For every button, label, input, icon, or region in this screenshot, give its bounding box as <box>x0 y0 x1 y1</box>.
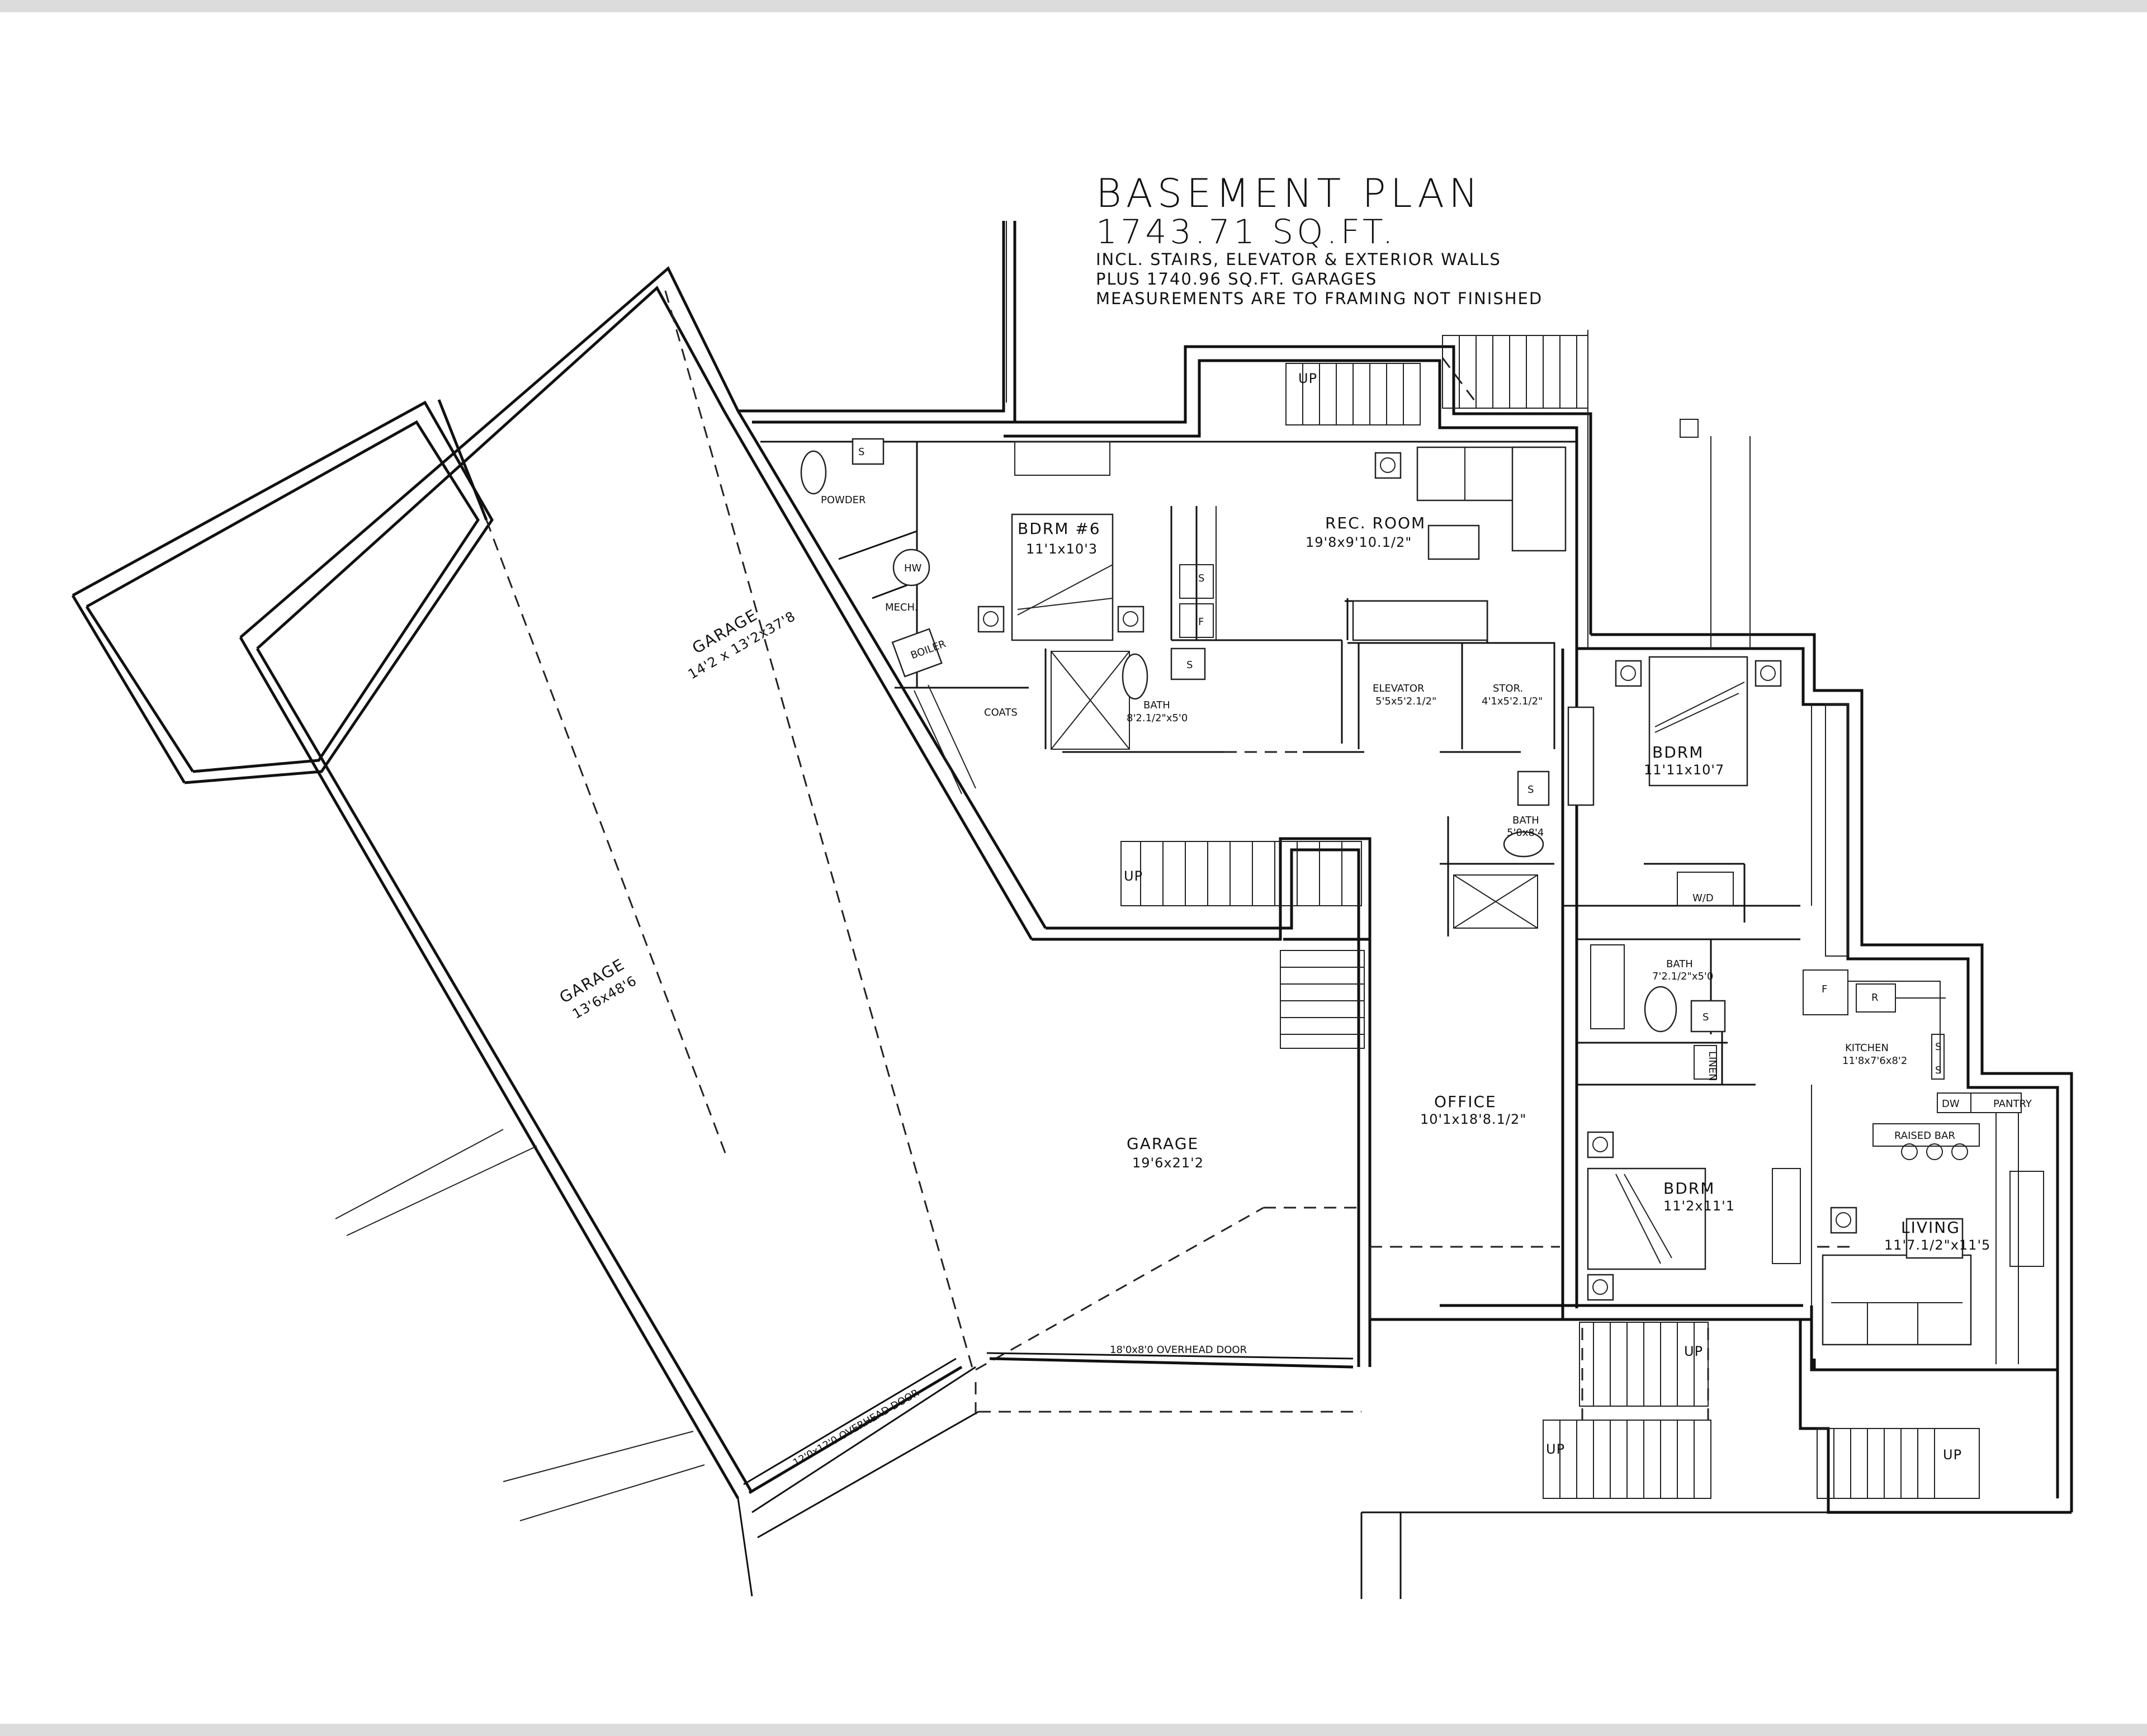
symbol-sink-7: S <box>1935 1065 1941 1076</box>
dim-bath2: 5'0x8'4 <box>1507 827 1544 839</box>
dashed-lines <box>485 290 1851 1428</box>
label-overhead-door-1: 18'0x8'0 OVERHEAD DOOR <box>1110 1344 1247 1356</box>
overhead-doors <box>743 1352 1354 1494</box>
fixtures <box>800 438 1972 1346</box>
label-bdrm-a: BDRM <box>1652 743 1704 761</box>
label-dw: DW <box>1942 1098 1960 1110</box>
label-mech: MECH. <box>885 602 918 613</box>
dim-kitchen: 11'8x7'6x8'2 <box>1842 1055 1907 1067</box>
viewer-bottom-bar <box>0 1724 2147 1736</box>
stair-up-label-2: UP <box>1124 868 1143 884</box>
label-raised-bar: RAISED BAR <box>1894 1130 1955 1142</box>
dim-bdrm-b: 11'2x11'1 <box>1663 1198 1735 1214</box>
label-stor: STOR. <box>1493 683 1523 694</box>
label-coats: COATS <box>984 707 1018 718</box>
dim-bath1: 8'2.1/2"x5'0 <box>1127 712 1188 724</box>
symbol-sink-4: S <box>1528 784 1534 796</box>
label-garage-3: GARAGE <box>1127 1134 1199 1153</box>
label-bath2: BATH <box>1512 815 1539 826</box>
label-linen: LINEN <box>1706 1051 1718 1081</box>
label-bath3: BATH <box>1666 958 1693 970</box>
dim-stor: 4'1x5'2.1/2" <box>1482 696 1543 707</box>
exterior-walls <box>71 221 2073 1599</box>
stair-up-label-3: UP <box>1684 1344 1703 1359</box>
interior-walls <box>760 441 2044 1364</box>
stairs: UP UP UP <box>914 335 1980 1499</box>
plan-note-2: PLUS 1740.96 SQ.FT. GARAGES <box>1096 269 1378 288</box>
dim-living: 11'7.1/2"x11'5 <box>1884 1237 1990 1253</box>
label-bath1: BATH <box>1143 699 1170 711</box>
dim-rec-room: 19'8x9'10.1/2" <box>1306 534 1412 550</box>
dim-bdrm-a: 11'11x10'7 <box>1644 762 1724 778</box>
dim-office: 10'1x18'8.1/2" <box>1420 1111 1526 1127</box>
stair-up-label-5: UP <box>1943 1447 1962 1463</box>
label-elevator: ELEVATOR <box>1373 683 1425 694</box>
symbol-sink-5: S <box>1703 1011 1709 1023</box>
label-bdrm6: BDRM #6 <box>1018 519 1101 538</box>
label-pantry: PANTRY <box>1993 1098 2032 1110</box>
plan-note-1: INCL. STAIRS, ELEVATOR & EXTERIOR WALLS <box>1096 250 1501 269</box>
label-kitchen: KITCHEN <box>1845 1042 1889 1054</box>
symbol-sink-3: S <box>1198 573 1204 584</box>
plan-note-3: MEASUREMENTS ARE TO FRAMING NOT FINISHED <box>1096 289 1543 308</box>
label-living: LIVING <box>1901 1218 1960 1237</box>
viewer-top-bar <box>0 0 2147 12</box>
label-overhead-door-2: 12'0x12'0 OVERHEAD DOOR <box>791 1387 921 1469</box>
label-hw: HW <box>904 562 922 574</box>
stair-up-label-4: UP <box>1546 1441 1565 1457</box>
label-fridge: F <box>1822 983 1827 995</box>
label-rec-room: REC. ROOM <box>1325 514 1426 532</box>
symbol-sink-1: S <box>858 446 864 458</box>
label-office: OFFICE <box>1434 1092 1497 1111</box>
symbol-sink-2: S <box>1186 659 1193 671</box>
label-wd: W/D <box>1692 892 1714 904</box>
dim-bath3: 7'2.1/2"x5'0 <box>1652 971 1713 982</box>
stair-up-label-1: UP <box>1298 371 1317 386</box>
dim-elevator: 5'5x5'2.1/2" <box>1375 696 1436 707</box>
label-range: R <box>1871 992 1879 1004</box>
label-powder: POWDER <box>821 494 866 506</box>
plan-area: 1743.71 SQ.FT. <box>1096 212 1397 252</box>
symbol-sink-6: S <box>1935 1041 1941 1053</box>
symbol-fridge-1: F <box>1198 616 1204 628</box>
dim-bdrm6: 11'1x10'3 <box>1026 541 1098 557</box>
plan-title: BASEMENT PLAN <box>1096 171 1483 216</box>
label-bdrm-b: BDRM <box>1663 1179 1715 1198</box>
dim-garage-3: 19'6x21'2 <box>1132 1155 1204 1171</box>
